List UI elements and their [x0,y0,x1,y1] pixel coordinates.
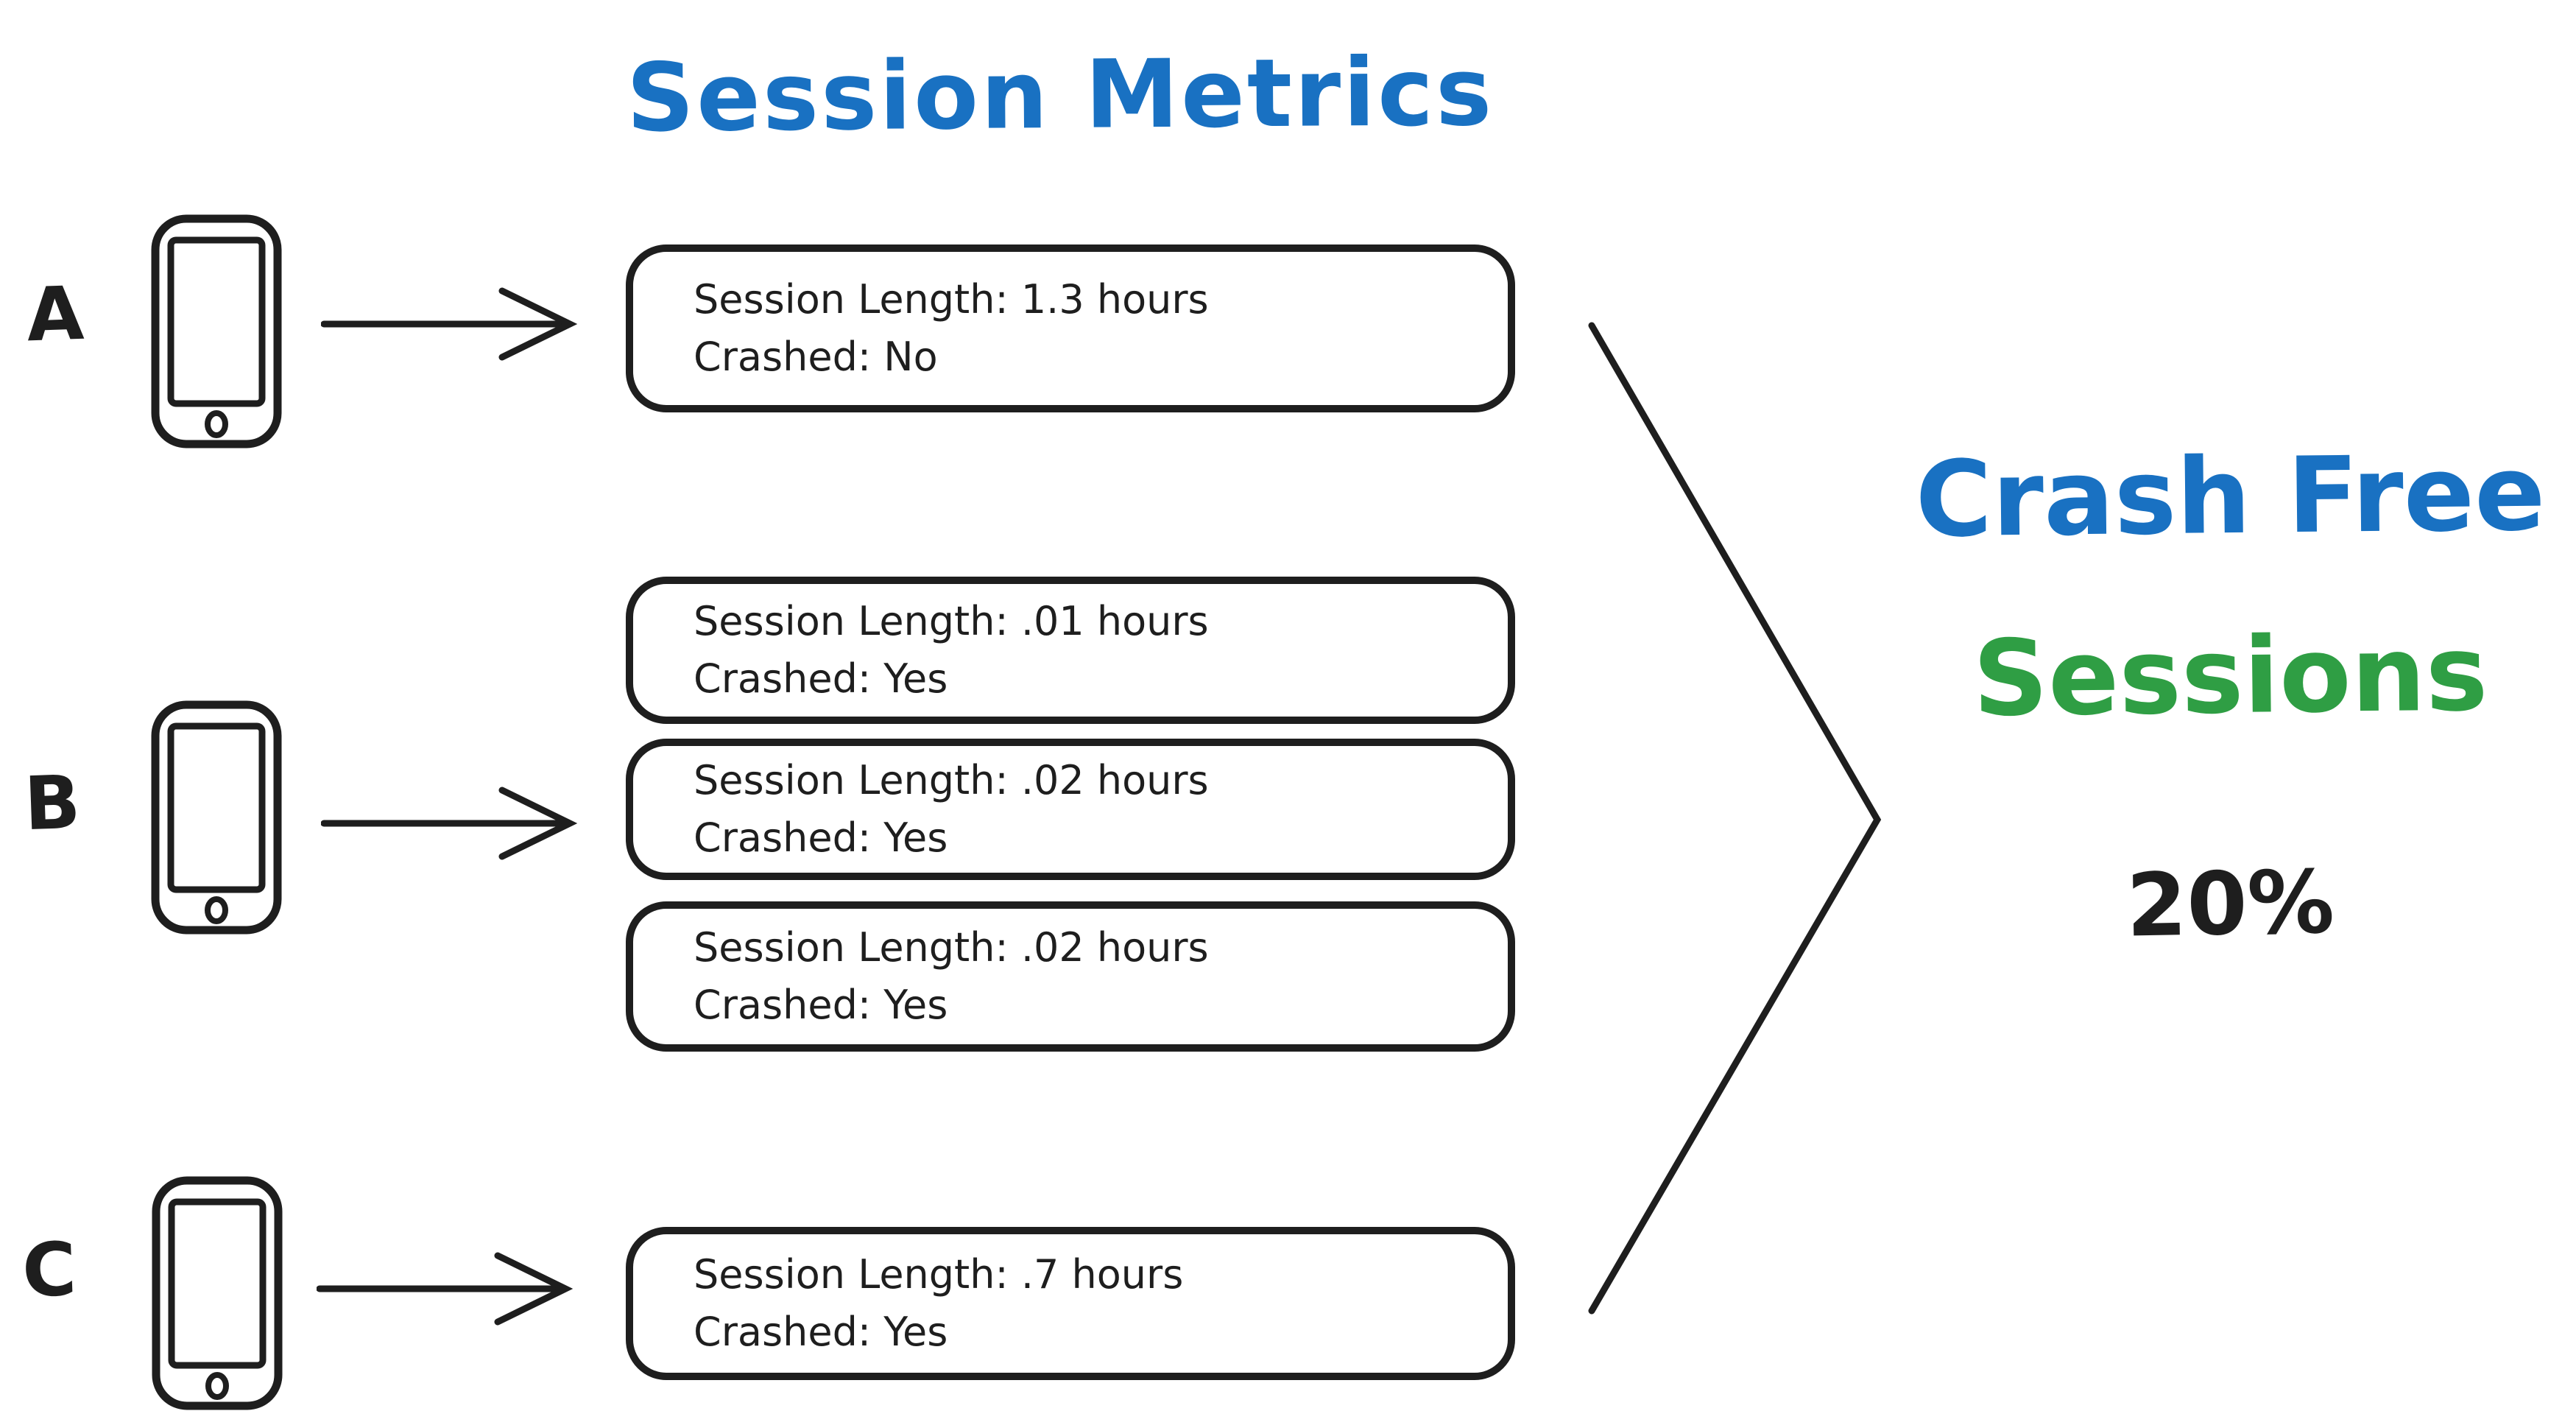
phone-icon [151,1175,283,1411]
arrow-right-icon [321,783,580,864]
session-length-text: Session Length: .02 hours [694,757,1209,803]
crashed-text: Crashed: Yes [694,1309,948,1355]
phone-icon [150,700,283,935]
result-title-sessions: Sessions [1972,613,2489,740]
session-box-c1: Session Length: .7 hours Crashed: Yes [626,1227,1515,1380]
crashed-text: Crashed: Yes [694,655,948,702]
crashed-text: Crashed: Yes [694,982,948,1028]
device-c-label: C [21,1225,78,1315]
arrow-right-icon [321,284,580,365]
session-length-text: Session Length: .02 hours [694,924,1209,971]
session-box-b2: Session Length: .02 hours Crashed: Yes [626,739,1515,880]
diagram-title: Session Metrics [626,37,1495,154]
arrow-right-icon [317,1248,576,1329]
crashed-text: Crashed: No [694,334,938,380]
result-percentage: 20% [2125,851,2335,957]
session-length-text: Session Length: .7 hours [694,1251,1184,1298]
session-length-text: Session Length: 1.3 hours [694,276,1209,323]
session-box-b1: Session Length: .01 hours Crashed: Yes [626,577,1515,724]
device-a-label: A [25,270,85,359]
phone-icon [150,214,283,449]
crashed-text: Crashed: Yes [694,814,948,861]
session-box-a1: Session Length: 1.3 hours Crashed: No [626,244,1515,412]
result-title-crash-free: Crash Free [1914,432,2547,561]
converge-chevron-icon [1588,322,1882,1315]
device-b-label: B [22,759,82,848]
session-length-text: Session Length: .01 hours [694,598,1209,644]
session-box-b3: Session Length: .02 hours Crashed: Yes [626,901,1515,1052]
